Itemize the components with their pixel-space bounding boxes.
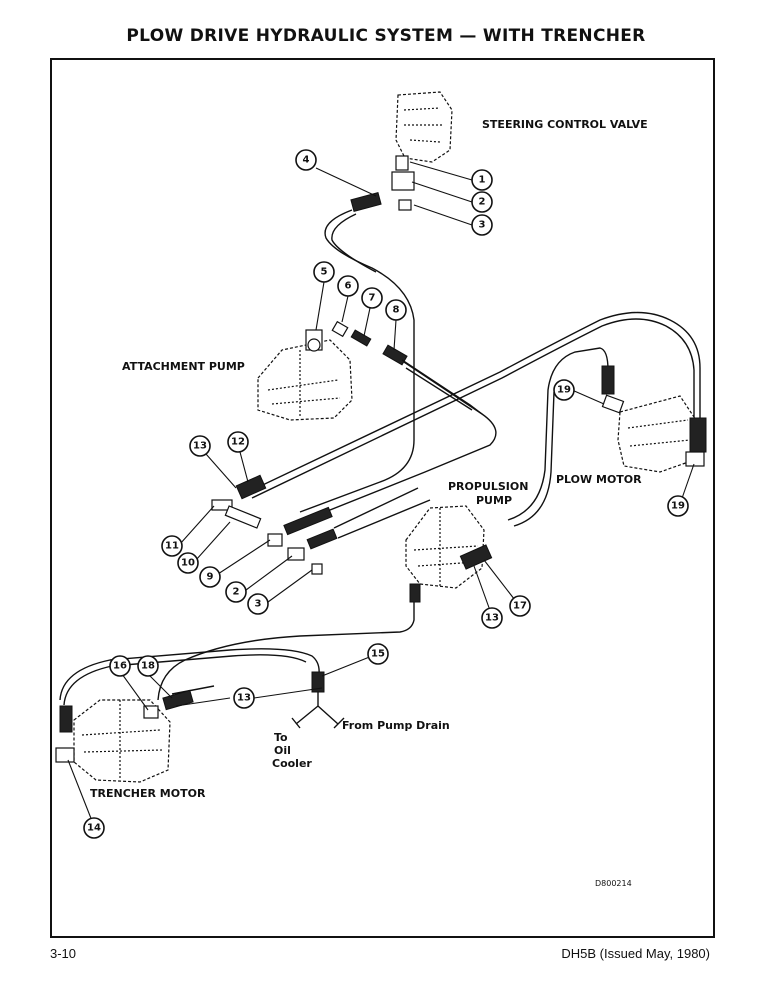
label-propulsion-pump-line1: PROPULSION [448,480,528,493]
callout-4: 4 [295,149,317,171]
callout-5: 5 [313,261,335,283]
callout-19-lower: 19 [667,495,689,517]
drain-tee [291,671,345,729]
leader-lines [67,161,695,827]
svg-text:1: 1 [479,175,486,186]
label-from-pump-drain: From Pump Drain [342,719,450,732]
svg-text:19: 19 [671,501,685,512]
callout-11: 11 [161,535,183,557]
footer-issue: DH5B (Issued May, 1980) [561,946,710,961]
callout-1: 1 [471,169,493,191]
callout-8: 8 [385,299,407,321]
fittings-center-left [211,474,431,575]
svg-text:12: 12 [231,437,245,448]
callout-13-propulsion: 13 [481,607,503,629]
svg-text:10: 10 [181,558,195,569]
callout-14: 14 [83,817,105,839]
plow-motor [601,365,707,473]
svg-text:11: 11 [165,541,179,552]
label-plow-motor: PLOW MOTOR [556,473,642,486]
svg-text:8: 8 [393,305,400,316]
callout-12: 12 [227,431,249,453]
svg-text:13: 13 [237,693,251,704]
callout-16: 16 [109,655,131,677]
svg-text:15: 15 [371,649,385,660]
label-to-oil-cooler-2: Oil [274,744,291,757]
svg-text:5: 5 [321,267,328,278]
trencher-motor [55,689,194,783]
diagram-frame [50,58,715,938]
hoses-lower [59,602,415,706]
svg-text:6: 6 [345,281,352,292]
svg-text:16: 16 [113,661,127,672]
callout-6: 6 [337,275,359,297]
callout-17: 17 [509,595,531,617]
callout-3-lower: 3 [247,593,269,615]
svg-text:19: 19 [557,385,571,396]
svg-text:18: 18 [141,661,155,672]
callout-19-upper: 19 [553,379,575,401]
hose-4 [299,191,415,513]
callout-13-upper: 13 [189,435,211,457]
callout-10: 10 [177,552,199,574]
callout-15: 15 [367,643,389,665]
svg-text:13: 13 [193,441,207,452]
svg-text:2: 2 [479,197,486,208]
callout-13-trencher: 13 [233,687,255,709]
svg-text:13: 13 [485,613,499,624]
callout-2-lower: 2 [225,581,247,603]
steering-control-valve [391,91,453,211]
label-to-oil-cooler-1: To [274,731,288,744]
fittings-6-7-8 [331,320,408,366]
label-steering-control-valve: STEERING CONTROL VALVE [482,118,648,131]
callout-18: 18 [137,655,159,677]
callout-3: 3 [471,214,493,236]
label-trencher-motor: TRENCHER MOTOR [90,787,206,800]
svg-text:9: 9 [207,572,214,583]
drawing-number: D800214 [595,879,632,888]
svg-text:14: 14 [87,823,101,834]
callout-9: 9 [199,566,221,588]
svg-text:3: 3 [255,599,262,610]
svg-text:3: 3 [479,220,486,231]
label-to-oil-cooler-3: Cooler [272,757,312,770]
propulsion-pump [405,505,493,603]
label-propulsion-pump-line2: PUMP [476,494,512,507]
hoses-main [247,311,701,527]
svg-text:7: 7 [369,293,376,304]
label-attachment-pump: ATTACHMENT PUMP [122,360,245,373]
svg-text:2: 2 [233,587,240,598]
svg-text:4: 4 [303,155,310,166]
svg-text:17: 17 [513,601,527,612]
footer-page-number: 3-10 [50,946,77,961]
attachment-pump [257,329,353,421]
callout-7: 7 [361,287,383,309]
page-title: PLOW DRIVE HYDRAULIC SYSTEM — WITH TRENC… [126,26,646,46]
callout-2: 2 [471,191,493,213]
